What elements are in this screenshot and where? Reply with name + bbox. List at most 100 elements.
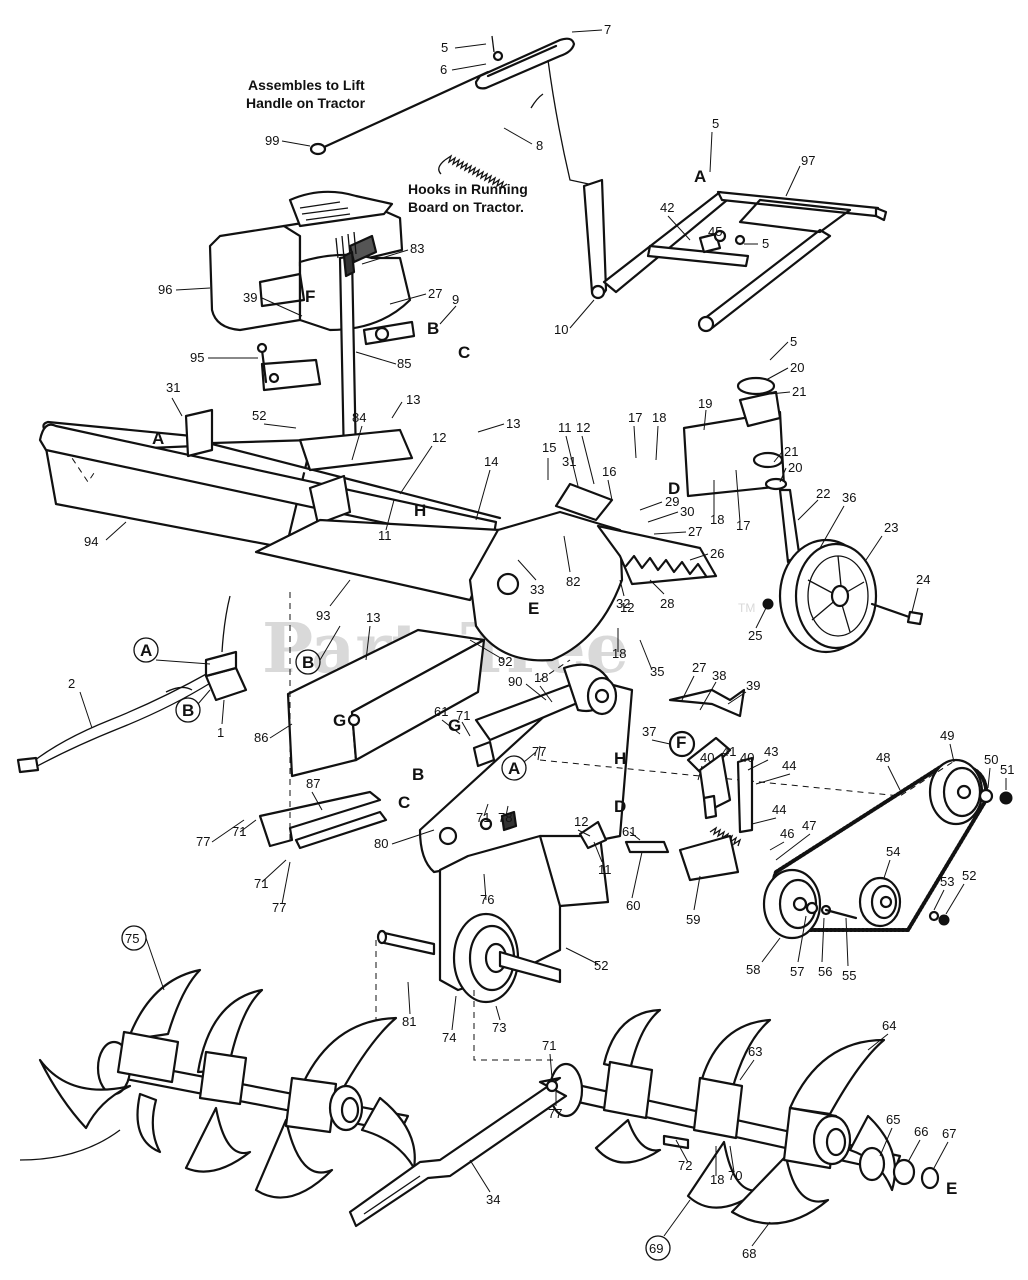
label-71-e: 71 [542, 1038, 556, 1053]
lift-link-rod-10 [547, 59, 608, 300]
label-38: 38 [712, 668, 726, 683]
label-67: 67 [942, 1126, 956, 1141]
label-41: 41 [722, 744, 736, 759]
label-11-c: 11 [598, 862, 612, 877]
svg-text:75: 75 [125, 931, 139, 946]
label-73: 73 [492, 1020, 506, 1035]
label-2: 2 [68, 676, 75, 691]
label-43: 43 [764, 744, 778, 759]
label-80: 80 [374, 836, 388, 851]
label-49: 49 [940, 728, 954, 743]
label-44-b: 44 [772, 802, 786, 817]
label-31-b: 31 [562, 454, 576, 469]
label-8: 8 [536, 138, 543, 153]
drawbar-frame-97 [602, 190, 888, 333]
label-53: 53 [940, 874, 954, 889]
label-16: 16 [602, 464, 616, 479]
label-50: 50 [984, 752, 998, 767]
label-65: 65 [886, 1112, 900, 1127]
label-7: 7 [604, 22, 611, 37]
label-37: 37 [642, 724, 656, 739]
svg-text:Handle on Tractor: Handle on Tractor [246, 95, 366, 111]
label-46: 46 [780, 826, 794, 841]
label-97: 97 [801, 153, 815, 168]
label-5-c: 5 [790, 334, 797, 349]
label-57: 57 [790, 964, 804, 979]
label-76: 76 [480, 892, 494, 907]
letter-f-idler: F [676, 733, 686, 752]
label-27-c: 27 [692, 660, 706, 675]
label-28: 28 [660, 596, 674, 611]
letter-c-housing: C [398, 793, 410, 812]
circled-label-69: 69 [645, 1235, 671, 1261]
label-52: 52 [252, 408, 266, 423]
engine-lever-84 [338, 250, 358, 464]
label-54: 54 [886, 844, 900, 859]
label-26: 26 [710, 546, 724, 561]
label-85: 85 [397, 356, 411, 371]
switch-1 [204, 595, 248, 702]
letter-g-housing: G [448, 716, 461, 735]
label-83: 83 [410, 241, 424, 256]
label-27-b: 27 [688, 524, 702, 539]
label-36: 36 [842, 490, 856, 505]
label-12-c: 12 [620, 600, 634, 615]
engine-96 [208, 190, 416, 392]
letter-a-frame-left: A [152, 429, 164, 448]
shaft-centerlines [375, 940, 556, 1061]
label-11-a: 11 [378, 528, 392, 543]
letter-b-engine: B [427, 319, 439, 338]
bracket-h [578, 820, 608, 850]
label-59: 59 [686, 912, 700, 927]
letter-h-housing: H [614, 749, 626, 768]
label-18-d: 18 [534, 670, 548, 685]
label-10: 10 [554, 322, 568, 337]
label-66: 66 [914, 1124, 928, 1139]
leader-lines [79, 29, 1007, 1247]
label-15: 15 [542, 440, 556, 455]
circled-letter-b-switch: B [175, 697, 201, 723]
label-30: 30 [680, 504, 694, 519]
label-78: 78 [498, 810, 512, 825]
label-22: 22 [816, 486, 830, 501]
label-71-b: 71 [476, 810, 490, 825]
svg-text:69: 69 [649, 1241, 663, 1256]
lever-arm-6-7 [474, 35, 576, 90]
label-27: 27 [428, 286, 442, 301]
label-23: 23 [884, 520, 898, 535]
label-19: 19 [698, 396, 712, 411]
circled-label-75: 75 [121, 925, 147, 951]
label-18-b: 18 [710, 512, 724, 527]
note-hooks: Hooks in Running Board on Tractor. [408, 181, 528, 215]
label-12-b: 12 [576, 420, 590, 435]
label-40-a: 40 [700, 750, 714, 765]
label-64: 64 [882, 1018, 896, 1033]
label-6: 6 [440, 62, 447, 77]
lift-rod-99 [309, 70, 490, 156]
label-61-a: 61 [622, 824, 636, 839]
gearbox-74 [376, 834, 610, 1004]
label-77-c: 77 [272, 900, 286, 915]
caster-bracket-19 [682, 376, 788, 498]
idler-arm-38 [668, 688, 754, 882]
label-18-c: 18 [612, 646, 626, 661]
letter-d-caster: D [668, 479, 680, 498]
circled-letter-b-guard: B [295, 649, 321, 675]
label-12-a: 12 [432, 430, 446, 445]
label-47: 47 [802, 818, 816, 833]
circled-letter-a-switch: A [133, 637, 159, 663]
svg-text:A: A [140, 641, 152, 660]
label-56: 56 [818, 964, 832, 979]
svg-text:Board on Tractor.: Board on Tractor. [408, 199, 524, 215]
label-29: 29 [665, 494, 679, 509]
axle-bolt-24 [870, 602, 924, 626]
part-labels: 5 6 7 8 99 5 97 42 45 5 10 96 39 83 27 9… [68, 22, 1014, 1261]
label-42: 42 [660, 200, 674, 215]
frame-guide-lines [289, 592, 571, 840]
label-5-frame: 5 [712, 116, 719, 131]
label-25: 25 [748, 628, 762, 643]
letter-d-housing: D [614, 797, 626, 816]
pulley-54 [858, 876, 902, 928]
caster-wheel-23 [778, 538, 878, 654]
pulley-49 [928, 758, 1013, 826]
